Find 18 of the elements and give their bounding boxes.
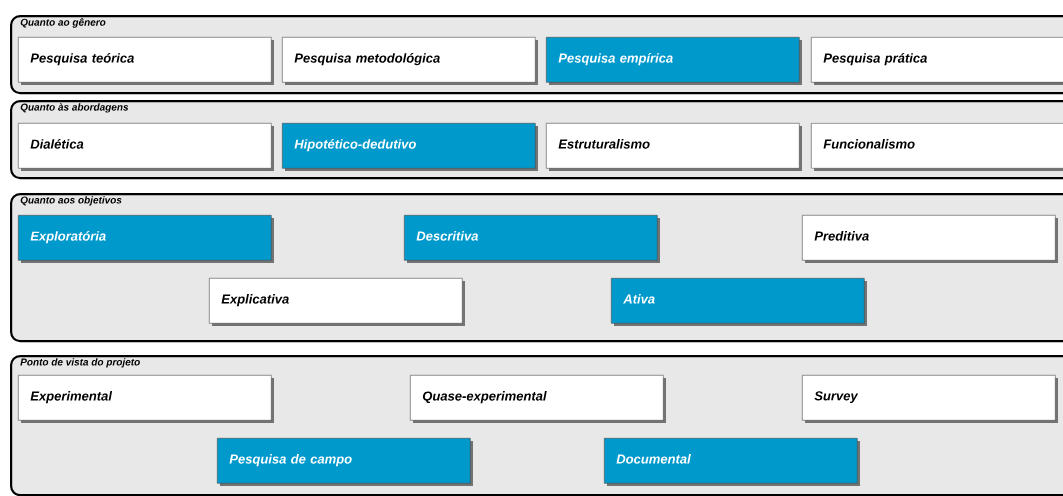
category-box: Survey xyxy=(802,375,1058,423)
highlighted-box: Ativa xyxy=(611,278,867,326)
category-box: Pesquisa teórica xyxy=(18,37,274,85)
category-box: Pesquisa metodológica xyxy=(282,37,538,85)
category-box: Preditiva xyxy=(802,215,1058,263)
category-box: Quase-experimental xyxy=(410,375,666,423)
category-box: Explicativa xyxy=(209,278,465,326)
category-box: Funcionalismo xyxy=(811,123,1063,171)
category-box: Estruturalismo xyxy=(546,123,802,171)
highlighted-box: Pesquisa de campo xyxy=(217,438,473,486)
highlighted-box: Descritiva xyxy=(404,215,660,263)
category-box: Dialética xyxy=(18,123,274,171)
highlighted-box: Hipotético-dedutivo xyxy=(282,123,538,171)
highlighted-box: Documental xyxy=(604,438,860,486)
category-box: Experimental xyxy=(18,375,274,423)
highlighted-box: Pesquisa empírica xyxy=(546,37,802,85)
category-box: Pesquisa prática xyxy=(811,37,1063,85)
highlighted-box: Exploratória xyxy=(18,215,274,263)
